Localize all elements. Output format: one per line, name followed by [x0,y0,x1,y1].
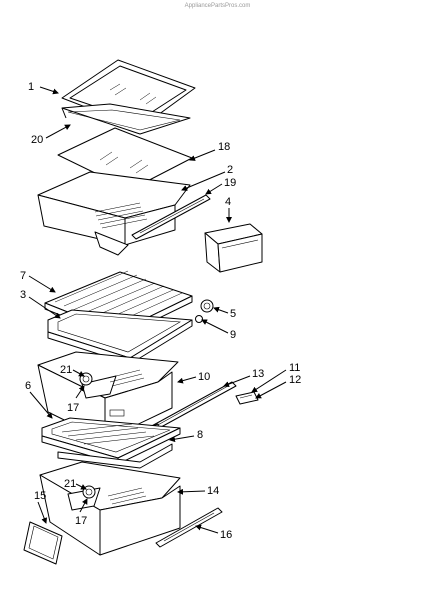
callout-2: 2 [227,164,233,176]
callout-17-upper: 17 [67,402,79,414]
humidity-control-lower [82,485,96,499]
watermark: AppliancePartsPros.com [184,3,251,9]
callout-21-lower: 21 [64,478,76,490]
clip-part-9 [195,315,203,323]
callout-21-upper: 21 [60,364,72,376]
callout-1: 1 [28,81,34,93]
callout-14: 14 [207,485,219,497]
drawer-rail-part-19 [131,194,211,240]
leader-lines [28,86,287,534]
callout-13: 13 [252,368,264,380]
callout-6: 6 [25,380,31,392]
callout-16: 16 [220,529,232,541]
callout-19: 19 [224,177,236,189]
callout-20: 20 [31,134,43,146]
callout-15: 15 [34,490,46,502]
callout-17-lower: 17 [75,515,87,527]
cover-frame-part-3 [47,309,193,365]
crisper-drawer-part-14 [39,461,181,556]
callout-7: 7 [20,270,26,282]
callout-9: 9 [230,329,236,341]
label-part-15 [23,521,63,565]
callout-8: 8 [197,429,203,441]
callout-11: 11 [289,362,300,374]
cover-frame-part-6 [41,417,181,465]
callout-10: 10 [198,371,210,383]
drawer-rail-part-16 [155,507,223,548]
shelf-support-part-20 [61,103,191,135]
drawer-grille [107,369,145,387]
knob-part-5 [200,299,214,313]
frame-part-8 [57,443,173,469]
callout-18: 18 [218,141,230,153]
callout-12: 12 [289,374,301,386]
callout-3: 3 [20,289,26,301]
cover-ribs [61,423,155,445]
crisper-drawer-part-2 [37,171,191,256]
drawer-grille [107,487,147,505]
end-cap-part-11-12 [235,391,259,405]
drawer-grille [94,202,148,229]
callout-numbers: 1 20 18 2 19 4 7 3 5 9 21 17 10 13 11 12… [20,81,301,541]
door-bin-part-4 [204,223,263,273]
callout-5: 5 [230,308,236,320]
callout-4: 4 [225,196,231,208]
